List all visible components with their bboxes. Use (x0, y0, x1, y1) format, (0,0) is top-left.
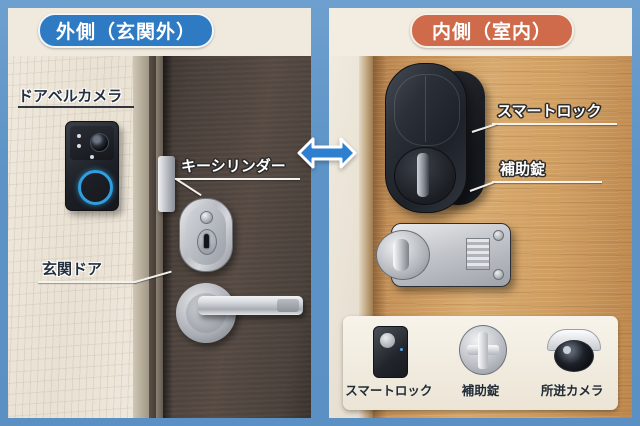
legend-caption: スマートロック (345, 383, 433, 398)
ir-led-icon (90, 155, 94, 159)
label-doorbell-camera: ドアベルカメラ (18, 87, 123, 105)
smart-lock-panel-seam (394, 74, 460, 146)
label-rule-doorbell (18, 106, 134, 108)
key-cylinder[interactable] (179, 198, 233, 272)
security-camera-icon (543, 323, 602, 378)
double-headed-arrow-icon (297, 137, 357, 169)
label-auxiliary-lock: 補助錠 (500, 160, 546, 178)
label-rule-auxiliary-lock (492, 181, 602, 183)
thumb-turn-icon[interactable] (417, 153, 429, 197)
cylinder-screw-icon (200, 211, 213, 224)
doorbell-button-ring[interactable] (78, 170, 113, 205)
right-panel-inside: スマートロック 補助錠 所迸カメラ (329, 8, 632, 418)
keyhole-icon (204, 234, 209, 248)
smart-lock-center-line (425, 76, 426, 142)
doorbell-camera[interactable] (65, 121, 119, 211)
label-rule-key-cylinder (175, 178, 300, 180)
deadbolt-icon (466, 238, 490, 270)
legend-caption: 補助錠 (461, 383, 500, 398)
legend-caption: 所迸カメラ (540, 383, 604, 398)
label-rule-smart-lock (492, 123, 617, 125)
auxiliary-thumb-turn[interactable] (376, 230, 430, 280)
auxiliary-lock[interactable] (376, 223, 511, 287)
camera-lens-icon (90, 133, 109, 152)
legend-panel: スマートロック 補助錠 所迸カメラ (343, 316, 618, 410)
legend-item-auxiliary-lock[interactable]: 補助錠 (437, 323, 523, 399)
exterior-wall (8, 8, 140, 418)
badge-inside: 内側（室内） (410, 13, 574, 48)
ir-led-icon (77, 144, 81, 148)
label-smart-lock: スマートロック (497, 102, 602, 120)
label-rule-entrance-door (38, 281, 136, 283)
legend-item-security-camera[interactable]: 所迸カメラ (529, 323, 615, 399)
legend-item-smart-lock[interactable]: スマートロック (345, 323, 433, 399)
badge-outside: 外側（玄関外） (38, 13, 214, 48)
label-key-cylinder: キーシリンダー (181, 157, 286, 175)
thumb-turn-grip-icon (393, 239, 409, 271)
smart-lock[interactable] (385, 63, 485, 215)
left-panel-outside (8, 8, 311, 418)
mounting-screw-icon (493, 230, 504, 241)
smart-lock-icon (360, 323, 418, 378)
mounting-screw-icon (493, 269, 504, 280)
door-jamb-inside (359, 8, 375, 418)
door-edge-strip (156, 8, 164, 418)
ir-led-icon (77, 134, 81, 138)
label-entrance-door: 玄関ドア (42, 260, 103, 278)
latch-plate (158, 156, 175, 212)
lever-handle[interactable] (198, 296, 303, 315)
auxiliary-lock-icon (451, 323, 509, 378)
